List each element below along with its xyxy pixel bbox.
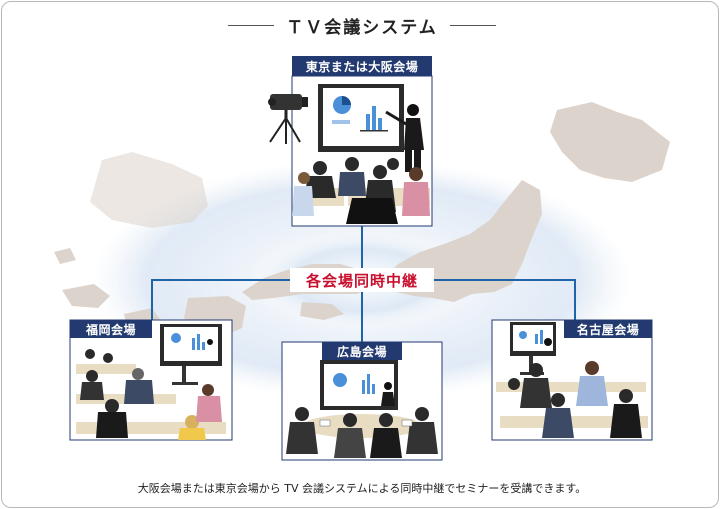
simultaneous-broadcast-label: 各会場同時中継	[290, 268, 434, 292]
venue-label-hiroshima: 広島会場	[322, 342, 402, 360]
title-rule-right	[449, 24, 496, 26]
nagoya-venue-illustration	[491, 319, 653, 441]
venue-label-nagoya: 名古屋会場	[564, 320, 652, 338]
connection-lines	[151, 226, 576, 342]
main-venue-illustration	[268, 75, 433, 227]
page-title: ＴＶ会議システム	[286, 17, 438, 38]
venue-label-main: 東京または大阪会場	[292, 56, 432, 76]
title-bar: ＴＶ会議システム	[2, 12, 718, 38]
venue-label-fukuoka: 福岡会場	[70, 320, 152, 338]
hiroshima-venue-illustration	[281, 341, 443, 461]
caption: 大阪会場または東京会場から TV 会議システムによる同時中継でセミナーを受講でき…	[137, 482, 587, 495]
title-rule-left	[228, 24, 275, 26]
fukuoka-venue-illustration	[69, 319, 233, 441]
